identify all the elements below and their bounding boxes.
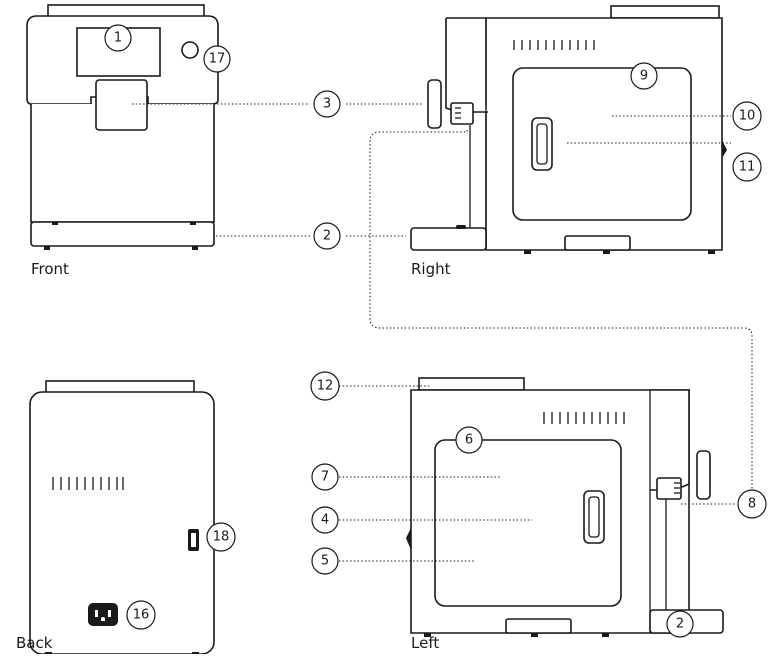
label-back: Back (16, 634, 52, 652)
svg-text:9: 9 (640, 69, 648, 84)
right-base-handle (565, 236, 630, 250)
label-right: Right (411, 260, 451, 278)
callout-10: 10 (733, 102, 761, 130)
svg-text:11: 11 (739, 160, 756, 175)
front-foot-left (44, 246, 50, 250)
callout-8: 8 (738, 490, 766, 518)
right-view (411, 6, 727, 254)
left-head-panel (650, 390, 689, 490)
back-view (30, 381, 214, 654)
front-drip-tray (31, 222, 214, 246)
left-base-handle (506, 619, 571, 633)
callout-2-bottom: 2 (667, 611, 693, 637)
right-tray-clip (456, 225, 466, 229)
label-left: Left (411, 634, 439, 652)
right-spout-lever (428, 80, 441, 128)
right-spout (451, 103, 473, 124)
svg-text:3: 3 (323, 97, 331, 112)
left-rear-tab (406, 528, 411, 550)
callout-18: 18 (207, 523, 235, 551)
callout-5: 5 (312, 548, 338, 574)
front-tray-clip-left (52, 222, 58, 225)
svg-text:17: 17 (209, 52, 226, 67)
right-drip-tray (411, 228, 486, 250)
svg-text:7: 7 (321, 470, 329, 485)
right-head-panel (446, 18, 488, 112)
callout-16: 16 (127, 601, 155, 629)
back-body (30, 392, 214, 654)
right-door-handle (532, 118, 552, 170)
label-front: Front (31, 260, 69, 278)
svg-text:18: 18 (213, 530, 230, 545)
left-view (406, 378, 723, 637)
front-dispenser (96, 80, 147, 130)
svg-text:10: 10 (739, 109, 756, 124)
front-foot-right (192, 246, 198, 250)
left-top-lid (419, 378, 524, 390)
left-spout-lever (697, 451, 710, 499)
callout-17: 17 (204, 46, 230, 72)
callout-11: 11 (733, 153, 761, 181)
callout-6: 6 (456, 427, 482, 453)
svg-text:4: 4 (321, 513, 329, 528)
svg-text:12: 12 (317, 379, 334, 394)
svg-text:16: 16 (133, 608, 150, 623)
callout-4: 4 (312, 507, 338, 533)
svg-text:2: 2 (323, 229, 331, 244)
left-door-handle (584, 491, 604, 543)
callout-7: 7 (312, 464, 338, 490)
svg-text:8: 8 (748, 497, 756, 512)
callout-2-top: 2 (314, 223, 340, 249)
svg-text:2: 2 (676, 617, 684, 632)
svg-text:5: 5 (321, 554, 329, 569)
svg-text:1: 1 (114, 31, 122, 46)
callout-3: 3 (314, 91, 340, 117)
front-tray-clip-right (190, 222, 196, 225)
power-socket-icon (88, 603, 118, 626)
front-power-button (182, 42, 198, 58)
callout-1: 1 (105, 25, 131, 51)
svg-text:6: 6 (465, 433, 473, 448)
right-top-lid (611, 6, 719, 18)
callout-9: 9 (631, 63, 657, 89)
callout-12: 12 (311, 372, 339, 400)
